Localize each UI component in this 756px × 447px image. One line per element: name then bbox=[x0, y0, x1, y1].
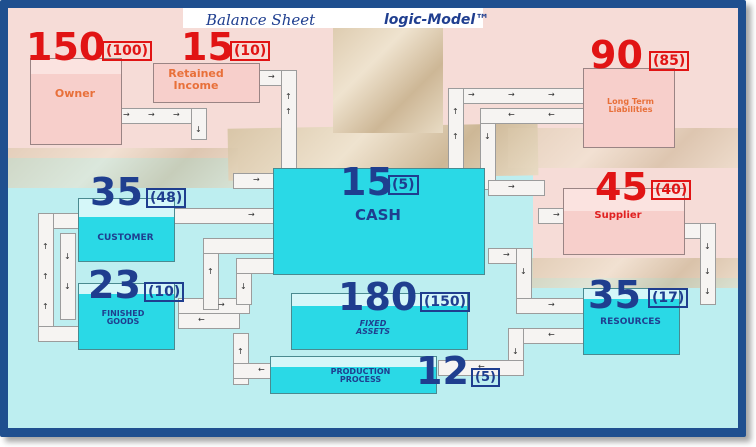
arrow-up-icon: ↑ bbox=[452, 132, 459, 141]
arrow-left-icon: ← bbox=[258, 365, 265, 374]
arrow-right-icon: → bbox=[218, 300, 225, 309]
arrow-down-icon: ↓ bbox=[512, 347, 519, 356]
supplier-previous: (40) bbox=[651, 180, 692, 200]
fixed-assets-value: 180 bbox=[338, 275, 418, 319]
arrow-up-icon: ↑ bbox=[42, 302, 49, 311]
header-strip bbox=[183, 8, 483, 28]
fixed-assets-previous: (150) bbox=[420, 292, 471, 312]
diagram-frame: Balance Sheet logic-Model™ → → → ↓ → → ↑… bbox=[0, 0, 746, 437]
arrow-down-icon: ↓ bbox=[240, 282, 247, 291]
arrow-up-icon: ↑ bbox=[207, 267, 214, 276]
finished-goods-previous: (10) bbox=[144, 282, 185, 302]
long-term-liabilities-label: Long Term Liabilities bbox=[607, 97, 654, 115]
resources-value: 35 bbox=[588, 273, 641, 317]
arrow-down-icon: ↓ bbox=[484, 132, 491, 141]
pipe-customer-cash bbox=[173, 208, 285, 224]
arrow-left-icon: ← bbox=[508, 110, 515, 119]
arrow-up-icon: ↑ bbox=[237, 347, 244, 356]
cash-label: CASH bbox=[355, 206, 401, 224]
arrow-right-icon: → bbox=[268, 72, 275, 81]
production-process-label: PRODUCTION PROCESS bbox=[330, 367, 391, 385]
customer-previous: (48) bbox=[146, 188, 187, 208]
resources-label: RESOURCES bbox=[600, 317, 661, 327]
retained-income-box[interactable] bbox=[153, 63, 260, 103]
arrow-up-icon: ↑ bbox=[42, 242, 49, 251]
arrow-down-icon: ↓ bbox=[520, 267, 527, 276]
wood-overlay-left bbox=[8, 148, 238, 188]
supplier-value: 45 bbox=[595, 165, 648, 209]
resources-previous: (17) bbox=[648, 288, 689, 308]
customer-box[interactable] bbox=[78, 198, 175, 262]
cash-value: 15 bbox=[340, 160, 393, 204]
arrow-up-icon: ↑ bbox=[42, 272, 49, 281]
pipe-fg-in bbox=[178, 313, 240, 329]
arrow-right-icon: → bbox=[173, 110, 180, 119]
pipe-cash-right bbox=[488, 180, 545, 196]
production-process-box[interactable] bbox=[270, 356, 437, 394]
long-term-liabilities-value: 90 bbox=[590, 33, 643, 77]
long-term-liabilities-box[interactable] bbox=[583, 68, 675, 148]
arrow-left-icon: ← bbox=[198, 315, 205, 324]
arrow-right-icon: → bbox=[123, 110, 130, 119]
arrow-right-icon: → bbox=[508, 90, 515, 99]
arrow-left-icon: ← bbox=[478, 362, 485, 371]
finished-goods-box[interactable] bbox=[78, 283, 175, 350]
owner-box[interactable] bbox=[30, 58, 122, 145]
diagram-canvas: Balance Sheet logic-Model™ → → → ↓ → → ↑… bbox=[8, 8, 738, 428]
finished-goods-value: 23 bbox=[88, 263, 141, 307]
arrow-down-icon: ↓ bbox=[64, 282, 71, 291]
arrow-down-icon: ↓ bbox=[64, 252, 71, 261]
arrow-up-icon: ↑ bbox=[285, 92, 292, 101]
logic-model-title: logic-Model™ bbox=[384, 12, 490, 28]
arrow-right-icon: → bbox=[553, 210, 560, 219]
arrow-up-icon: ↑ bbox=[285, 107, 292, 116]
cash-box[interactable] bbox=[273, 168, 485, 275]
supplier-box[interactable] bbox=[563, 188, 685, 255]
arrow-left-icon: ← bbox=[548, 330, 555, 339]
arrow-right-icon: → bbox=[548, 300, 555, 309]
pipe-owner-down bbox=[191, 108, 207, 140]
arrow-right-icon: → bbox=[548, 90, 555, 99]
fixed-assets-box[interactable] bbox=[291, 293, 468, 350]
owner-label: Owner bbox=[54, 87, 96, 100]
pipe-left-inner bbox=[60, 233, 76, 320]
supplier-label: Supplier bbox=[594, 210, 642, 221]
arrow-down-icon: ↓ bbox=[704, 267, 711, 276]
fixed-assets-label: FIXED ASSETS bbox=[355, 319, 391, 337]
owner-value: 150 bbox=[26, 25, 106, 69]
arrow-right-icon: → bbox=[508, 182, 515, 191]
arrow-right-icon: → bbox=[148, 110, 155, 119]
balance-sheet-title: Balance Sheet bbox=[206, 11, 316, 29]
finished-goods-label: FINISHED GOODS bbox=[101, 309, 145, 327]
production-process-value: 12 bbox=[416, 349, 469, 393]
arrow-down-icon: ↓ bbox=[704, 287, 711, 296]
arrow-up-icon: ↑ bbox=[452, 107, 459, 116]
arrow-down-icon: ↓ bbox=[195, 125, 202, 134]
pipe-supplier-down bbox=[700, 223, 716, 305]
retained-income-value: 15 bbox=[181, 25, 234, 69]
customer-value: 35 bbox=[90, 170, 143, 214]
cash-previous: (5) bbox=[388, 175, 419, 195]
arrow-down-icon: ↓ bbox=[704, 242, 711, 251]
pipe-ltl-inner-top bbox=[480, 108, 592, 124]
arrow-right-icon: → bbox=[503, 250, 510, 259]
long-term-liabilities-previous: (85) bbox=[649, 51, 690, 71]
arrow-right-icon: → bbox=[468, 90, 475, 99]
arrow-right-icon: → bbox=[253, 175, 260, 184]
wood-overlay-vertical bbox=[333, 8, 443, 133]
arrow-left-icon: ← bbox=[548, 110, 555, 119]
customer-label: CUSTOMER bbox=[97, 233, 154, 243]
retained-income-previous: (10) bbox=[230, 41, 271, 61]
resources-box[interactable] bbox=[583, 288, 680, 355]
retained-income-label: Retained Income bbox=[168, 67, 224, 92]
production-process-previous: (5) bbox=[471, 368, 500, 387]
arrow-right-icon: → bbox=[248, 210, 255, 219]
owner-previous: (100) bbox=[102, 41, 153, 61]
